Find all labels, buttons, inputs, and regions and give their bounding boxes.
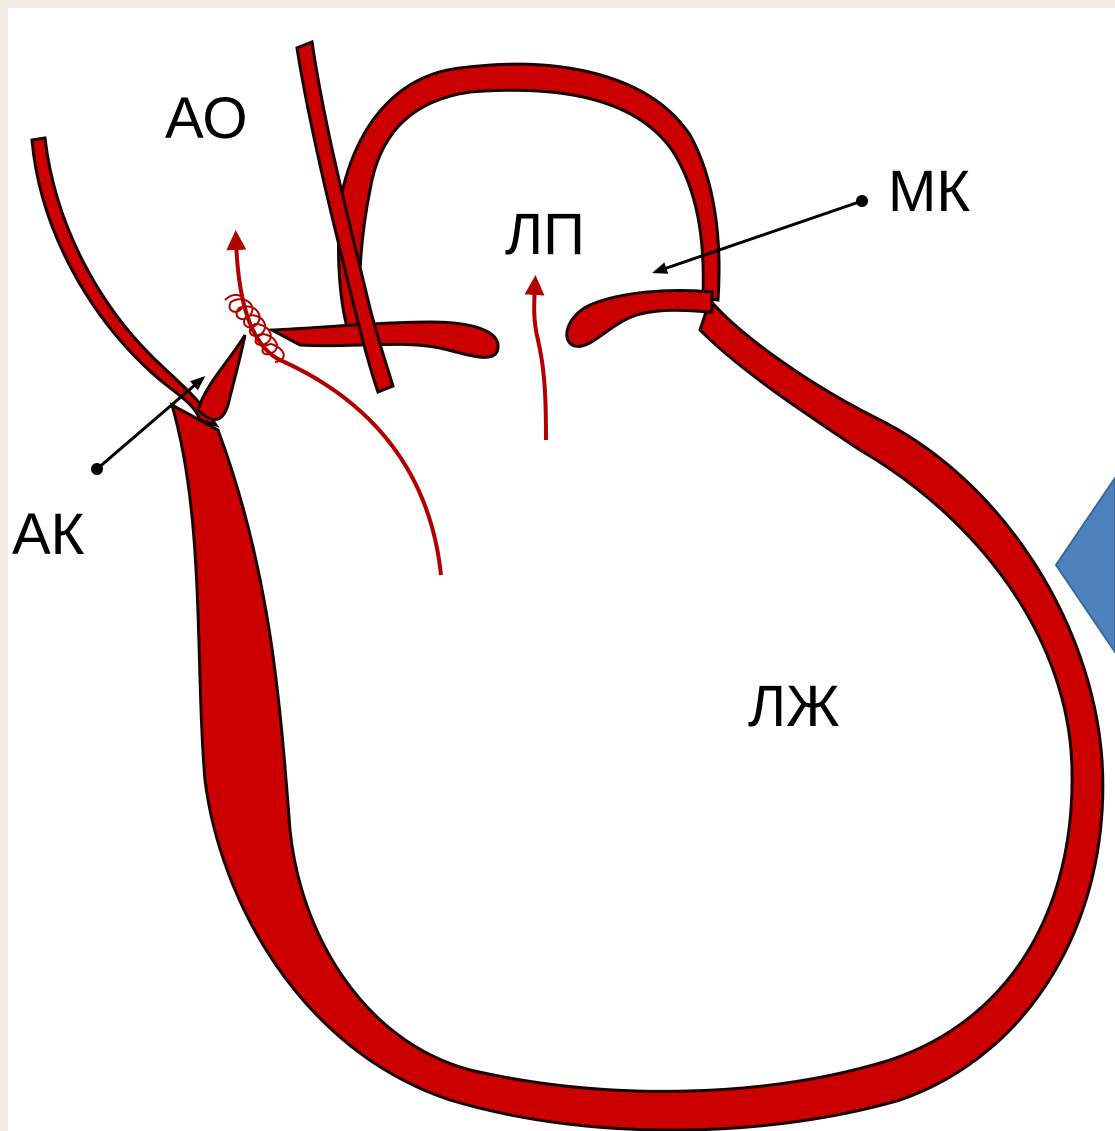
ventricle-wall xyxy=(172,300,1103,1130)
aortic-wall-left xyxy=(32,138,216,425)
mitral-leaflet-right xyxy=(567,291,712,347)
aortic-flow-arrow xyxy=(236,240,441,575)
mitral-flow-arrow xyxy=(534,285,546,440)
label-left-ventricle: ЛЖ xyxy=(748,678,840,736)
label-aortic-valve: АК xyxy=(12,506,84,564)
label-aorta: АО xyxy=(165,90,248,148)
mk-pointer xyxy=(655,195,868,272)
label-left-atrium: ЛП xyxy=(505,206,585,264)
slide: АО ЛП МК АК ЛЖ xyxy=(8,8,1115,1131)
mitral-leaflet-left xyxy=(272,322,498,357)
label-mitral-valve: МК xyxy=(888,163,970,221)
aortic-valve-leaflet xyxy=(198,335,245,420)
